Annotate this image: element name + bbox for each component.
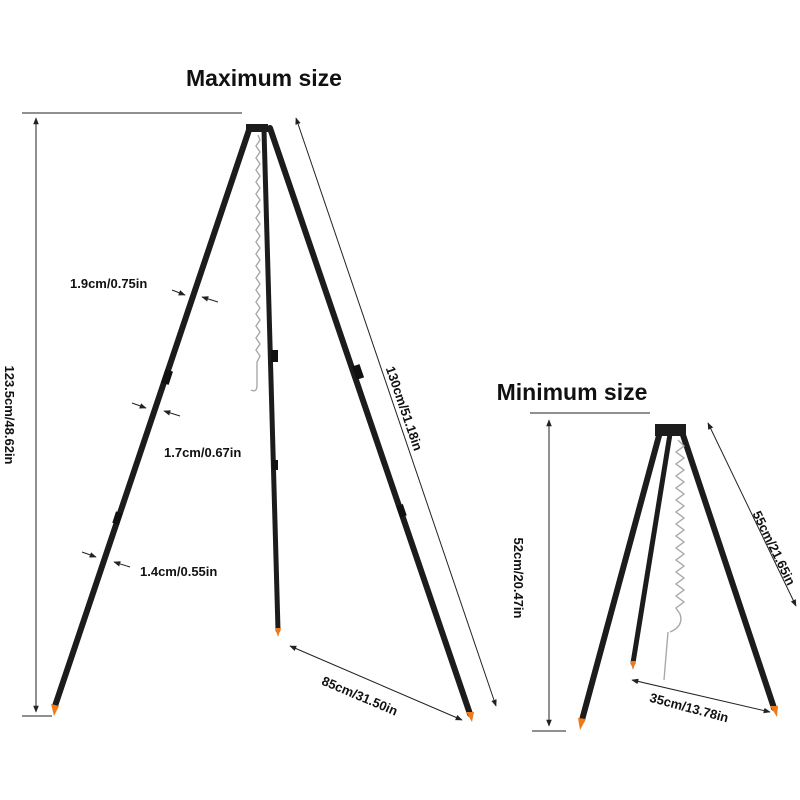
max-diameter-top-arrow-right [201,296,219,303]
max-left-leg [52,127,252,709]
max-diameter-bottom-arrow-right [113,561,131,568]
max-right-leg [267,125,473,717]
min-tripod [578,424,778,730]
max-base-span-label: 85cm/31.50in [320,673,400,718]
max-center-leg-joint [272,460,278,470]
max-diameter-mid-arrow-right [163,410,181,417]
min-right-foot-tip [770,706,778,717]
maximum-size-group: Maximum size 123.5cm/48.62in [2,65,497,722]
max-left-leg-joint [161,369,173,385]
max-hanging-chain [250,134,261,392]
min-left-leg [579,429,663,723]
max-left-leg-joint [112,511,123,525]
max-leg-length-label: 130cm/51.18in [383,364,426,452]
min-left-foot-tip [578,718,586,730]
min-leg-length-label: 55cm/21.65in [750,508,799,587]
max-right-foot-tip [466,712,474,722]
maximum-size-title: Maximum size [186,65,342,91]
max-right-leg-joint [396,504,407,518]
min-base-span-dimension-line [631,678,771,714]
min-hanging-chain [663,439,686,681]
max-center-foot-tip [275,628,281,637]
min-center-foot-tip [630,661,636,670]
max-diameter-top-arrow-left [171,289,186,296]
max-diameter-bottom-label: 1.4cm/0.55in [140,564,217,579]
max-diameter-top-label: 1.9cm/0.75in [70,276,147,291]
min-height-label: 52cm/20.47in [511,538,526,619]
max-diameter-mid-label: 1.7cm/0.67in [164,445,241,460]
max-center-leg-joint [271,350,278,362]
max-height-label: 123.5cm/48.62in [2,365,17,464]
max-leg-length-dimension-line [295,117,497,707]
minimum-size-group: Minimum size 52cm/20.47in 55cm/21.65in 3… [497,379,799,732]
min-base-span-label: 35cm/13.78in [648,690,730,725]
min-right-leg [679,429,777,711]
max-diameter-mid-arrow-left [131,402,147,409]
max-diameter-bottom-arrow-left [81,551,97,558]
max-base-span-dimension-line [289,645,463,721]
max-left-foot-tip [51,704,59,716]
max-center-leg [261,127,281,633]
min-leg-length-dimension-line [707,422,797,607]
min-center-leg [630,431,673,666]
minimum-size-title: Minimum size [497,379,648,405]
